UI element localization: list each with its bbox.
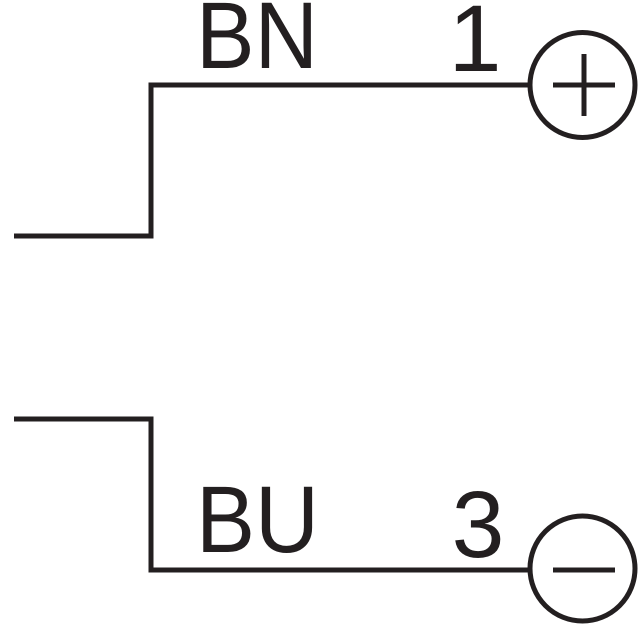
labels: BN 1 BU 3 <box>196 0 504 578</box>
plus-icon <box>553 54 615 116</box>
connection-bn <box>14 30 638 239</box>
pin-number-3: 3 <box>452 472 505 578</box>
bu-wire-line <box>14 416 531 573</box>
negative-terminal-circle <box>527 513 638 624</box>
positive-terminal-circle <box>527 30 638 140</box>
wire-label-bu: BU <box>196 467 319 573</box>
bn-wire-line <box>14 82 531 239</box>
connection-bu <box>14 416 638 624</box>
pin-number-1: 1 <box>449 0 502 92</box>
wire-label-bn: BN <box>196 0 318 89</box>
